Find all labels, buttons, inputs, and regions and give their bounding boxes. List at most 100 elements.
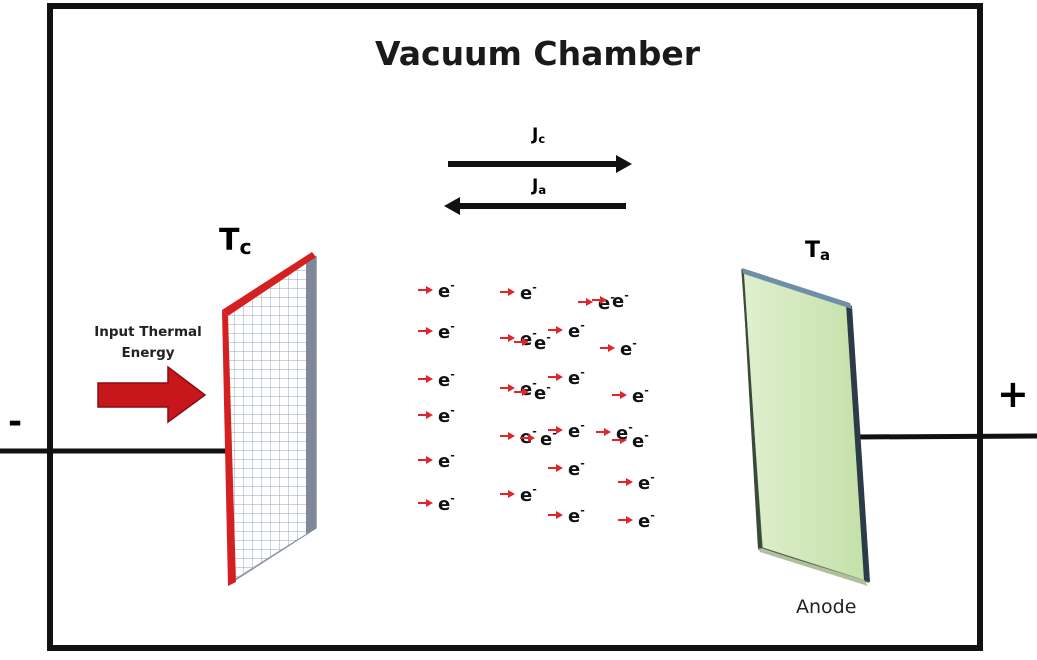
electron-arrow-head [556, 464, 563, 472]
electron-symbol: e- [568, 319, 585, 342]
electron-charge: - [624, 289, 629, 302]
electron-arrow-head [604, 428, 611, 436]
electron-arrow-head [508, 490, 515, 498]
electron-charge: - [532, 281, 537, 294]
electron-arrow-head [626, 516, 633, 524]
electron: e- [418, 279, 455, 302]
electron-arrow-head [508, 288, 515, 296]
negative-terminal-label: - [8, 402, 23, 442]
electron-charge: - [644, 429, 649, 442]
electron-charge: - [532, 327, 537, 340]
cathode-temperature-label: Tc [219, 223, 252, 260]
anode-plate [741, 268, 870, 586]
electron-charge: - [610, 291, 615, 304]
electron: e- [418, 368, 455, 391]
electron: e- [578, 291, 615, 314]
electron-symbol: e- [632, 429, 649, 452]
electron-symbol: e- [438, 320, 455, 343]
electron-symbol: e- [616, 421, 633, 444]
electron-arrow-head [600, 296, 607, 304]
tc-subscript: c [239, 235, 252, 260]
jc-subscript: c [538, 131, 546, 146]
positive-wire [854, 433, 1037, 440]
electron-symbol: e- [638, 509, 655, 532]
electron-symbol: e- [438, 449, 455, 472]
electron-charge: - [450, 320, 455, 333]
electron-symbol: e- [568, 366, 585, 389]
electron-symbol: e- [568, 504, 585, 527]
ja-subscript: a [538, 182, 547, 197]
electron-charge: - [580, 457, 585, 470]
cathode-plate [222, 252, 317, 586]
electron-symbol: e- [534, 381, 551, 404]
electron: e- [418, 320, 455, 343]
electron: e- [548, 319, 585, 342]
electron-charge: - [450, 449, 455, 462]
electron-symbol: e- [534, 331, 551, 354]
electron-symbol: e- [638, 471, 655, 494]
electron-symbol: e- [632, 384, 649, 407]
electron-charge: - [644, 384, 649, 397]
electron-arrow-head [556, 373, 563, 381]
electron-symbol: e- [438, 492, 455, 515]
electron: e- [548, 457, 585, 480]
electron-arrow-head [426, 411, 433, 419]
ta-subscript: a [820, 246, 831, 265]
electron-arrow-head [556, 326, 563, 334]
electron-charge: - [546, 331, 551, 344]
anode-temperature-label: Ta [805, 238, 831, 265]
electron-symbol: e- [620, 337, 637, 360]
electron-arrow-head [620, 391, 627, 399]
electron-symbol: e- [438, 404, 455, 427]
positive-terminal-label: + [997, 372, 1029, 416]
input-thermal-energy-label: Input Thermal Energy [94, 324, 202, 361]
electron: e- [418, 492, 455, 515]
electron-charge: - [632, 337, 637, 350]
electron-charge: - [532, 425, 537, 438]
ja-label: Ja [532, 176, 547, 197]
electron-symbol: e- [520, 483, 537, 506]
electron: e- [500, 483, 537, 506]
electron-charge: - [580, 419, 585, 432]
chamber-title: Vacuum Chamber [375, 34, 701, 73]
electron: e- [500, 281, 537, 304]
electron-charge: - [546, 381, 551, 394]
electron: e- [618, 509, 655, 532]
electron-arrow-head [426, 286, 433, 294]
electron-charge: - [450, 492, 455, 505]
electron: e- [418, 449, 455, 472]
electron-arrow-head [508, 384, 515, 392]
electron-symbol: e- [612, 289, 629, 312]
electron-arrow-head [620, 436, 627, 444]
electron: e- [418, 404, 455, 427]
electron-charge: - [532, 483, 537, 496]
electron-arrow-head [556, 511, 563, 519]
electron: e- [548, 366, 585, 389]
electron-charge: - [580, 319, 585, 332]
electron-arrow-head [528, 434, 535, 442]
electron: e- [600, 337, 637, 360]
input-thermal-arrow [97, 365, 207, 424]
anode-label: Anode [796, 596, 857, 618]
electron-symbol: e- [520, 281, 537, 304]
electron-charge: - [650, 509, 655, 522]
electron-charge: - [580, 504, 585, 517]
electron-arrow-head [426, 375, 433, 383]
ta-main: T [805, 238, 821, 263]
electron-symbol: e- [540, 427, 557, 450]
electron: e- [618, 471, 655, 494]
electron-arrow-head [522, 388, 529, 396]
tc-main: T [219, 223, 240, 258]
electron: e- [612, 384, 649, 407]
electron-arrow-head [586, 298, 593, 306]
electron-arrow-head [426, 499, 433, 507]
vacuum-chamber-outline [47, 3, 983, 651]
electron-arrow-head [508, 334, 515, 342]
electron-symbol: e- [568, 419, 585, 442]
electron-charge: - [552, 427, 557, 440]
electron-arrow-head [608, 344, 615, 352]
jc-arrow [448, 155, 632, 173]
jc-label: Jc [532, 125, 546, 146]
